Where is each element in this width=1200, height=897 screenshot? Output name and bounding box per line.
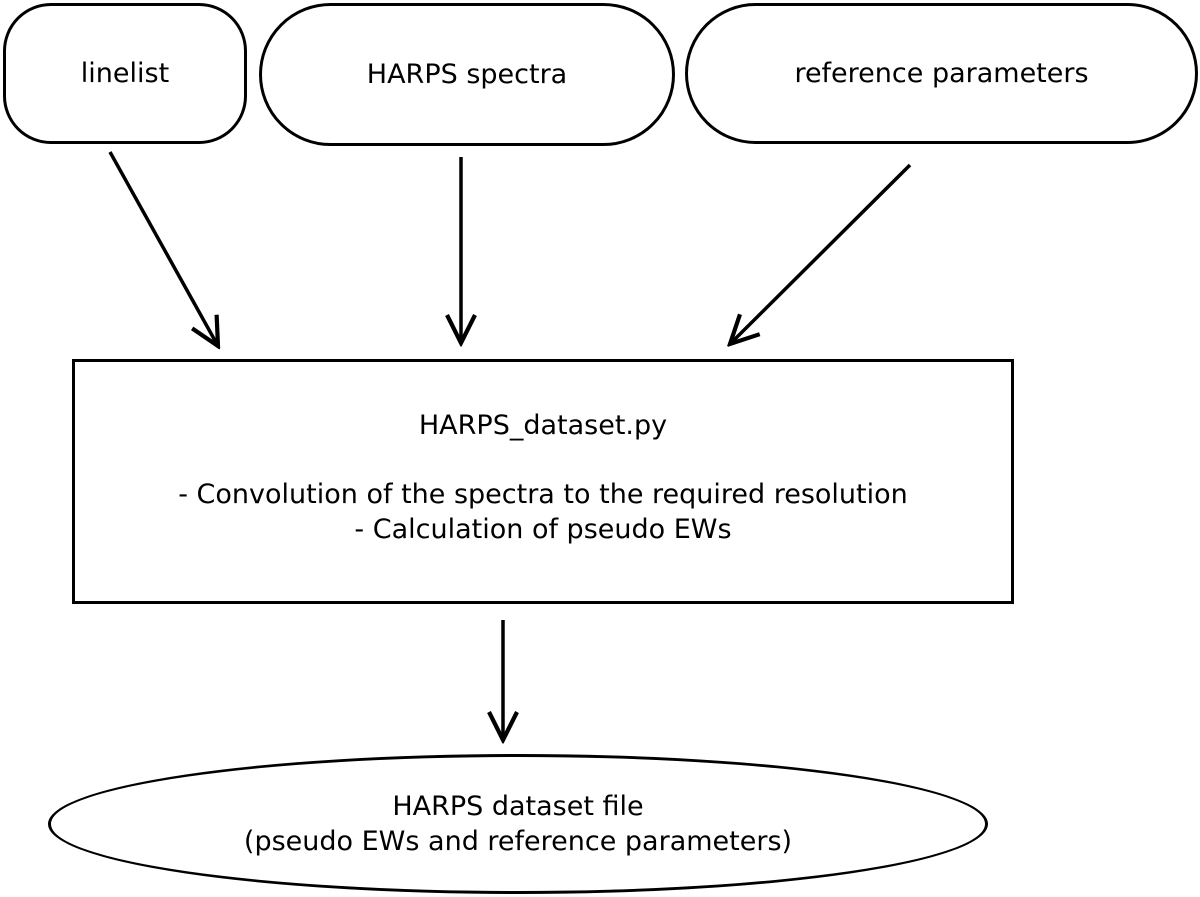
harps-spectra-label: HARPS spectra <box>366 58 568 90</box>
process-title: HARPS_dataset.py <box>418 410 668 441</box>
arrow-reference-to-process <box>730 163 912 344</box>
input-node-linelist: linelist <box>3 3 247 144</box>
linelist-label: linelist <box>80 57 170 89</box>
input-node-reference-parameters: reference parameters <box>685 3 1198 144</box>
input-node-harps-spectra: HARPS spectra <box>259 3 675 146</box>
process-step-pseudo-ews: - Calculation of pseudo EWs <box>354 514 732 546</box>
process-node-harps-dataset: HARPS_dataset.py - Convolution of the sp… <box>72 359 1014 604</box>
reference-parameters-label: reference parameters <box>794 57 1089 89</box>
output-title: HARPS dataset file <box>392 790 644 822</box>
output-node-dataset-file: HARPS dataset file (pseudo EWs and refer… <box>48 754 988 894</box>
arrow-linelist-to-process <box>108 151 218 346</box>
output-subtitle: (pseudo EWs and reference parameters) <box>243 826 793 857</box>
process-step-convolution: - Convolution of the spectra to the requ… <box>178 479 908 511</box>
